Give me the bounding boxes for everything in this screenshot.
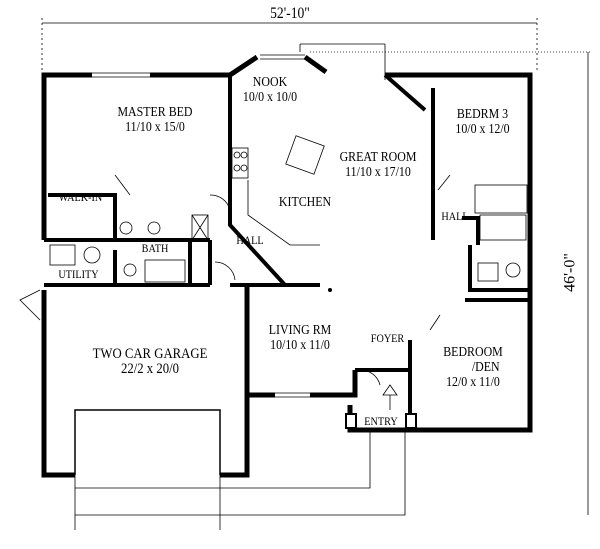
- room-utility: UTILITY: [58, 267, 99, 281]
- windows: [41, 54, 510, 398]
- room-size: 10/10 x 11/0: [270, 338, 330, 353]
- width-dimension: 52'-10": [270, 5, 310, 22]
- room-name: GREAT ROOM: [339, 150, 417, 165]
- room-name-2: /DEN: [471, 360, 500, 375]
- entry-posts: [345, 413, 417, 429]
- room-size: 22/2 x 20/0: [120, 361, 180, 377]
- room-bath: BATH: [141, 241, 169, 255]
- room-hall-1: HALL: [236, 233, 264, 247]
- room-walk-in: WALK-IN: [58, 190, 103, 204]
- room-name: LIVING RM: [268, 323, 332, 338]
- room-name: TWO CAR GARAGE: [92, 346, 208, 362]
- room-name: NOOK: [252, 75, 288, 90]
- room-size: 11/10 x 17/10: [345, 165, 411, 180]
- depth-dimension: 46'-0": [561, 253, 579, 292]
- room-name: BEDROOM: [443, 345, 503, 360]
- dimension-lines: [41, 18, 590, 515]
- room-size: 10/0 x 12/0: [455, 122, 510, 137]
- fixtures: [49, 135, 528, 283]
- room-entry: ENTRY: [364, 414, 398, 428]
- room-name: BEDRM 3: [456, 107, 509, 122]
- room-size: 10/0 x 10/0: [242, 90, 298, 105]
- room-size: 11/10 x 15/0: [125, 120, 185, 135]
- driveway-and-walk: [74, 430, 406, 530]
- room-size: 12/0 x 11/0: [446, 375, 500, 390]
- room-foyer: FOYER: [370, 331, 405, 345]
- room-hall-2: HALL: [441, 209, 469, 223]
- doors: [19, 174, 451, 410]
- room-kitchen: KITCHEN: [278, 195, 332, 210]
- exterior-walls: [41, 54, 533, 478]
- room-name: MASTER BED: [117, 105, 193, 120]
